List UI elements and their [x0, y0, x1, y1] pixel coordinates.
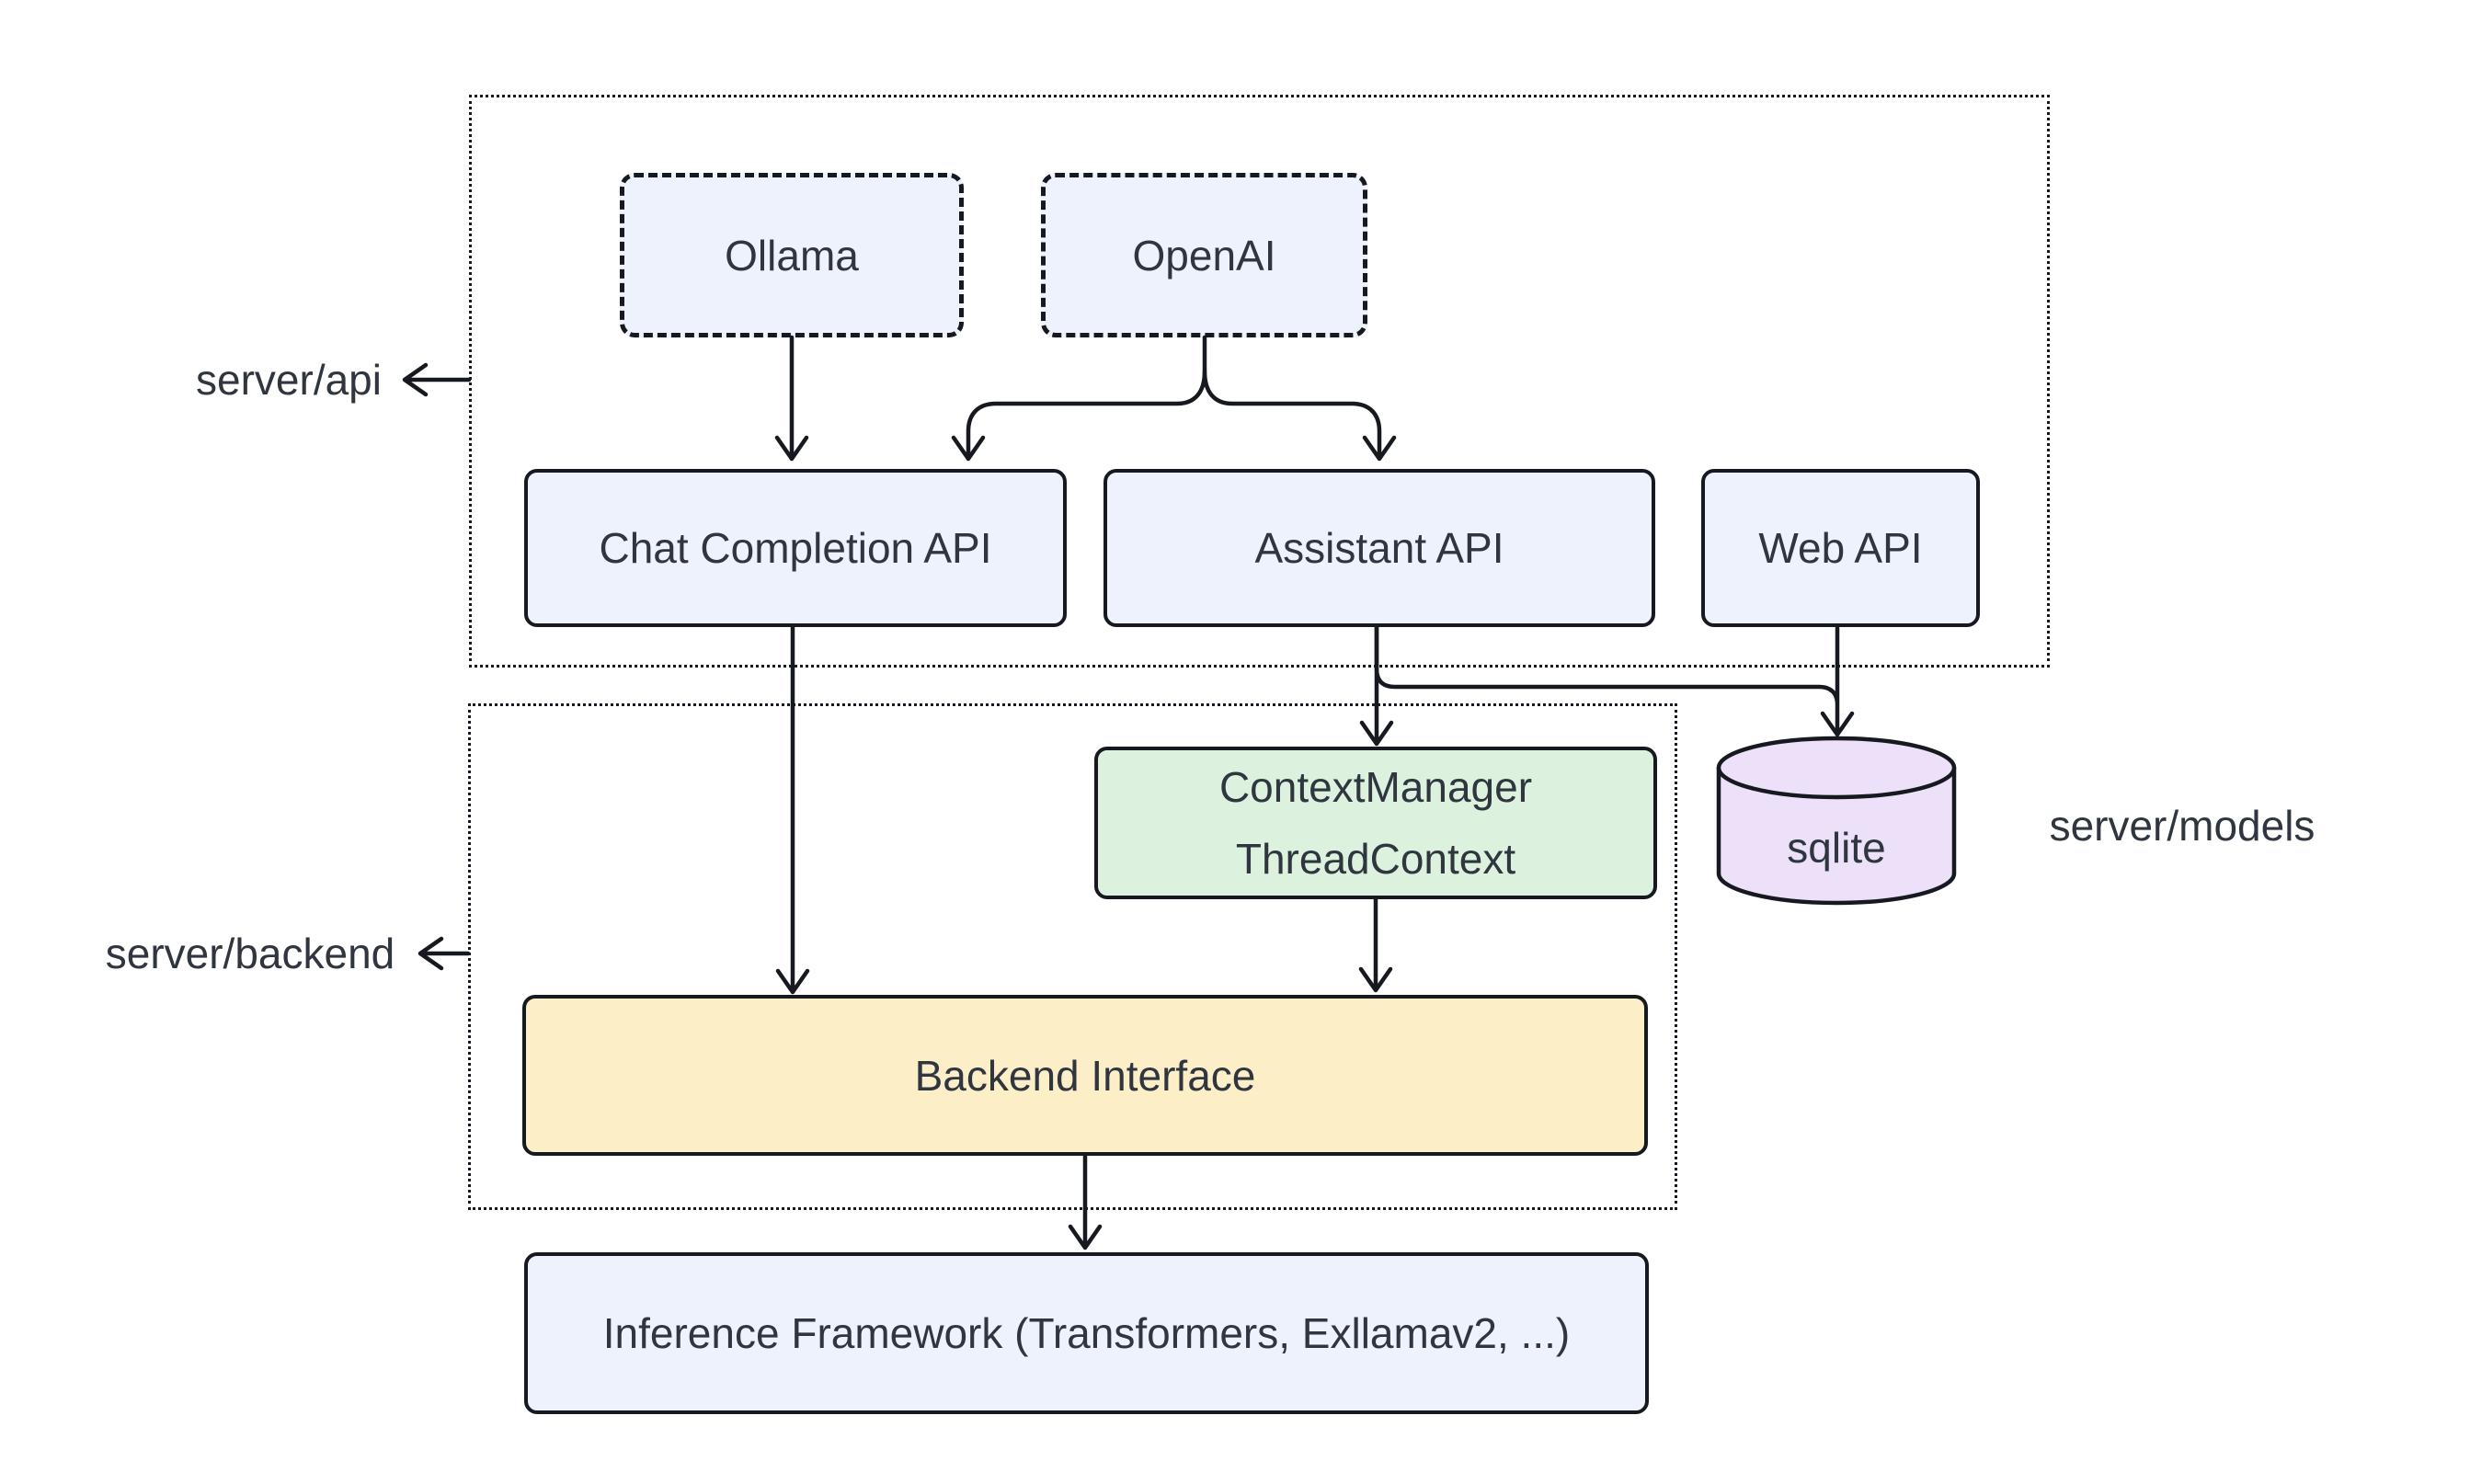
node-web-api: Web API — [1701, 469, 1980, 627]
node-context-manager: ContextManager ThreadContext — [1094, 747, 1657, 899]
node-assistant-api: Assistant API — [1103, 469, 1655, 627]
node-web-api-label: Web API — [1758, 524, 1923, 572]
node-context-manager-line1: ContextManager — [1218, 763, 1533, 811]
node-openai-label: OpenAI — [1132, 231, 1276, 280]
server-api-pointer-arrow — [402, 362, 472, 397]
server-api-label: server/api — [196, 356, 382, 404]
node-ollama-label: Ollama — [725, 231, 859, 280]
node-chat-completion-api-label: Chat Completion API — [599, 524, 992, 572]
node-inference-framework-label: Inference Framework (Transformers, Exlla… — [602, 1309, 1571, 1357]
node-sqlite-label: sqlite — [1787, 824, 1886, 872]
node-context-manager-line2: ThreadContext — [1235, 835, 1516, 883]
node-inference-framework: Inference Framework (Transformers, Exlla… — [524, 1252, 1649, 1414]
server-backend-label: server/backend — [105, 930, 395, 977]
node-sqlite-cylinder — [1716, 736, 1957, 906]
node-openai: OpenAI — [1041, 173, 1367, 337]
server-models-label: server/models — [2049, 802, 2316, 850]
node-chat-completion-api: Chat Completion API — [524, 469, 1067, 627]
node-ollama: Ollama — [620, 173, 964, 337]
node-assistant-api-label: Assistant API — [1254, 524, 1504, 572]
node-backend-interface-label: Backend Interface — [914, 1051, 1256, 1100]
node-backend-interface: Backend Interface — [522, 995, 1648, 1156]
server-backend-pointer-arrow — [417, 936, 471, 971]
